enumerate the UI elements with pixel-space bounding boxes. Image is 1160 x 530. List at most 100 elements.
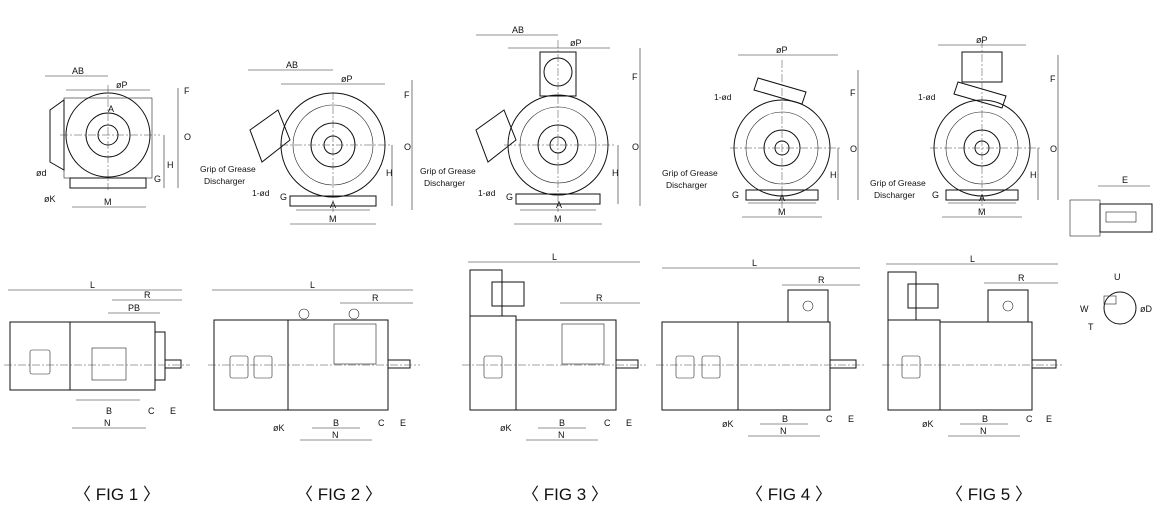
fig5-body <box>939 321 1033 411</box>
fig4-front-view: øP F O H G 1-ød Grip of Grease Discharge… <box>662 45 859 218</box>
fig3-grease-label-1: Grip of Grease <box>420 166 476 176</box>
shaft-label-d: øD <box>1140 304 1152 314</box>
fig5-side-view: L R B N C E øK <box>882 254 1064 437</box>
shaft-label-t: T <box>1088 322 1094 332</box>
fig4-caption: 〈 FIG 4 〉 <box>746 485 832 504</box>
fig3-label-e: E <box>626 418 632 428</box>
fig5-caption: 〈 FIG 5 〉 <box>946 485 1032 504</box>
fig1-label-h: H <box>167 160 174 170</box>
fig1-label-pb: PB <box>128 303 140 313</box>
fig1-label-e: E <box>170 406 176 416</box>
fig5-label-l: L <box>970 254 975 264</box>
fig3-terminal-box-side <box>561 323 605 365</box>
fig1-label-l: L <box>90 280 95 290</box>
fig5-label-g: G <box>932 190 939 200</box>
fig5-label-m: M <box>978 207 986 217</box>
fig1-label-g: G <box>154 174 161 184</box>
fig3-label-o: O <box>632 142 639 152</box>
fig2-label-n: N <box>332 430 339 440</box>
fig5-label-a: A <box>979 193 985 203</box>
fig3-grease-label-2: Discharger <box>424 178 465 188</box>
fig3-blower-side <box>469 269 503 317</box>
fig4-fan-cover <box>661 321 739 411</box>
shaft-label-w: W <box>1080 304 1089 314</box>
fig4-label-m: M <box>778 207 786 217</box>
fig5-label-o: O <box>1050 144 1057 154</box>
fig2-grease-label-2: Discharger <box>204 176 245 186</box>
fig2-terminal-box-side <box>333 323 377 365</box>
fig3-grease-box <box>475 109 517 163</box>
fig1-label-p: øP <box>116 80 128 90</box>
fig5-label-d: 1-ød <box>918 92 936 102</box>
fig2-label-e: E <box>400 418 406 428</box>
fig4-side-view: L R B N C E øK <box>656 258 864 437</box>
fig4-shaft <box>829 359 857 369</box>
fig1-label-ab: AB <box>72 66 84 76</box>
fig4-label-r: R <box>818 275 825 285</box>
fig3-label-h: H <box>612 168 619 178</box>
fig2-label-r: R <box>372 293 379 303</box>
fig4-grease-label-2: Discharger <box>666 180 707 190</box>
fig4-label-f: F <box>850 88 856 98</box>
fig2-label-ab: AB <box>286 60 298 70</box>
fig3-fan-cover <box>469 315 517 411</box>
fig4-body <box>737 321 831 411</box>
fig3-caption: 〈 FIG 3 〉 <box>522 485 608 504</box>
fig2-label-m: M <box>329 214 337 224</box>
fig2-label-a: A <box>330 200 336 210</box>
fig1-label-m: M <box>104 197 112 207</box>
fig2-side-view: L R B N C E øK <box>208 280 420 441</box>
fig4-label-n: N <box>780 426 787 436</box>
fig5-grease-label-1: Grip of Grease <box>870 178 926 188</box>
fig3-label-ab: AB <box>512 25 524 35</box>
shaft-label-u: U <box>1114 272 1121 282</box>
fig3-side-view: L R B N C E øK <box>462 252 646 441</box>
fig4-label-h: H <box>830 170 837 180</box>
fig3-front-view: AB øP F O H G 1-ød Grip of Grease Discha… <box>420 25 641 225</box>
fig3-label-k: øK <box>500 423 512 433</box>
shaft-side-view <box>1099 203 1153 233</box>
fig5-shaft <box>1031 359 1057 369</box>
fig2-grease-box <box>249 109 291 163</box>
fig2-label-f: F <box>404 90 410 100</box>
fig4-label-l: L <box>752 258 757 268</box>
fig4-label-b: B <box>782 414 788 424</box>
fig5-label-n: N <box>980 426 987 436</box>
fig4-grease-label-1: Grip of Grease <box>662 168 718 178</box>
fig5-label-b: B <box>982 414 988 424</box>
fig1-shaft <box>164 359 182 369</box>
fig4-terminal-box <box>753 77 807 105</box>
fig5-terminal-box-side <box>987 289 1029 323</box>
fig1-fan-cover <box>9 321 71 391</box>
fig2-label-h: H <box>386 168 393 178</box>
fig3-label-p: øP <box>570 38 582 48</box>
fig4-label-g: G <box>732 190 739 200</box>
fig4-label-e: E <box>848 414 854 424</box>
fig1-label-f: F <box>184 86 190 96</box>
fig3-label-n: N <box>558 430 565 440</box>
fig5-blower-side <box>887 271 917 321</box>
fig5-label-e: E <box>1046 414 1052 424</box>
fig1-label-b: B <box>106 406 112 416</box>
fig2-grease-label-1: Grip of Grease <box>200 164 256 174</box>
fig1-label-n: N <box>104 418 111 428</box>
fig2-label-g: G <box>280 192 287 202</box>
fig4-label-c: C <box>826 414 833 424</box>
fig2-label-p: øP <box>341 74 353 84</box>
fig5-label-f: F <box>1050 74 1056 84</box>
fig2-label-k: øK <box>273 423 285 433</box>
shaft-label-e: E <box>1122 175 1128 185</box>
fig3-label-d: 1-ød <box>478 188 496 198</box>
fig1-caption: 〈 FIG 1 〉 <box>74 485 160 504</box>
fig3-label-l: L <box>552 252 557 262</box>
fig3-label-m: M <box>554 214 562 224</box>
fig3-label-g: G <box>506 192 513 202</box>
fig2-label-o: O <box>404 142 411 152</box>
fig5-label-h: H <box>1030 170 1037 180</box>
fig2-label-c: C <box>378 418 385 428</box>
fig5-label-c: C <box>1026 414 1033 424</box>
fig4-label-a: A <box>779 193 785 203</box>
shaft-detail: E U W T øD <box>1069 175 1153 332</box>
fig2-label-l: L <box>310 280 315 290</box>
